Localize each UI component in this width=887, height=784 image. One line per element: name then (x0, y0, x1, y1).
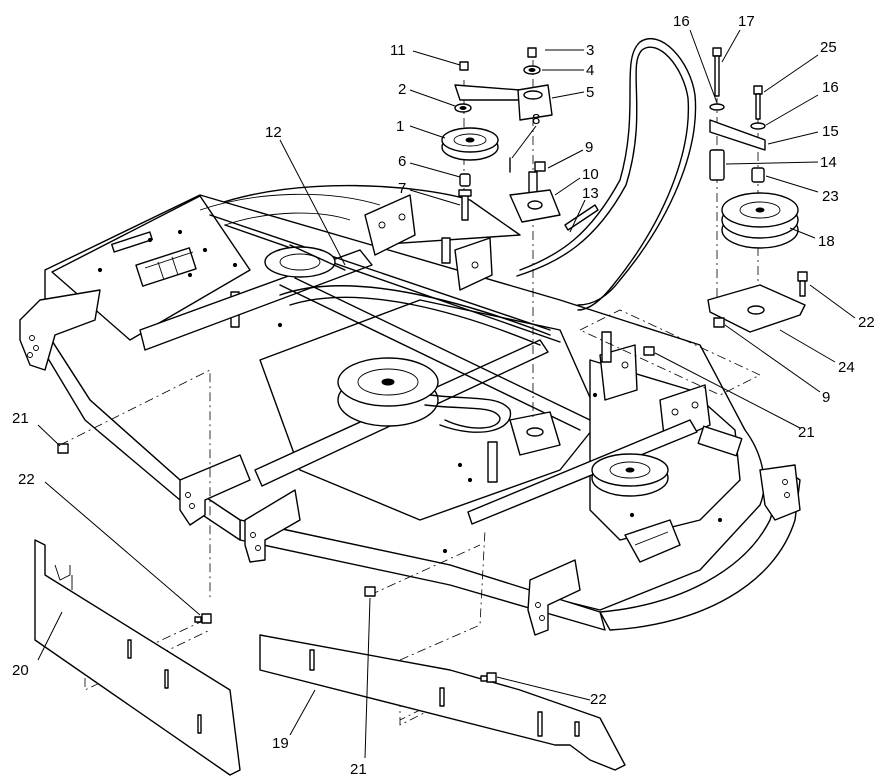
right-idler-assembly (643, 47, 808, 356)
callout-19: 19 (272, 735, 289, 752)
callout-16-right: 16 (822, 79, 839, 96)
callout-23: 23 (822, 188, 839, 205)
callout-16: 16 (673, 13, 690, 30)
callout-7: 7 (398, 180, 406, 197)
callout-24: 24 (838, 359, 855, 376)
callout-13: 13 (582, 185, 599, 202)
leader-lines (37, 29, 856, 759)
callout-21-bottom: 21 (350, 761, 367, 778)
callout-4: 4 (586, 62, 594, 79)
callout-5: 5 (586, 84, 594, 101)
callout-14: 14 (820, 154, 837, 171)
callout-21-left: 21 (12, 410, 29, 427)
callout-labels: 1 2 3 4 5 6 7 8 9 9 10 11 12 13 14 15 16… (12, 13, 875, 778)
callout-20: 20 (12, 662, 29, 679)
callout-9: 9 (585, 139, 593, 156)
right-baffle-19 (259, 634, 626, 771)
callout-3: 3 (586, 42, 594, 59)
left-baffle-20 (34, 539, 241, 776)
callout-10: 10 (582, 166, 599, 183)
callout-6: 6 (398, 153, 406, 170)
callout-17: 17 (738, 13, 755, 30)
callout-21-right: 21 (798, 424, 815, 441)
baffle-fasteners (57, 443, 497, 683)
idler-arm-assembly (289, 47, 561, 271)
callout-9-lower: 9 (822, 389, 830, 406)
callout-1: 1 (396, 118, 404, 135)
callout-11: 11 (390, 42, 406, 59)
callout-25: 25 (820, 39, 837, 56)
callout-22-right: 22 (858, 314, 875, 331)
callout-2: 2 (398, 81, 406, 98)
drive-belt (516, 37, 697, 311)
callout-18: 18 (818, 233, 835, 250)
callout-22-bottom: 22 (590, 691, 607, 708)
callout-22-left: 22 (18, 471, 35, 488)
callout-15: 15 (822, 123, 839, 140)
mower-deck (19, 184, 801, 636)
callout-12: 12 (265, 124, 282, 141)
callout-8: 8 (532, 111, 540, 128)
